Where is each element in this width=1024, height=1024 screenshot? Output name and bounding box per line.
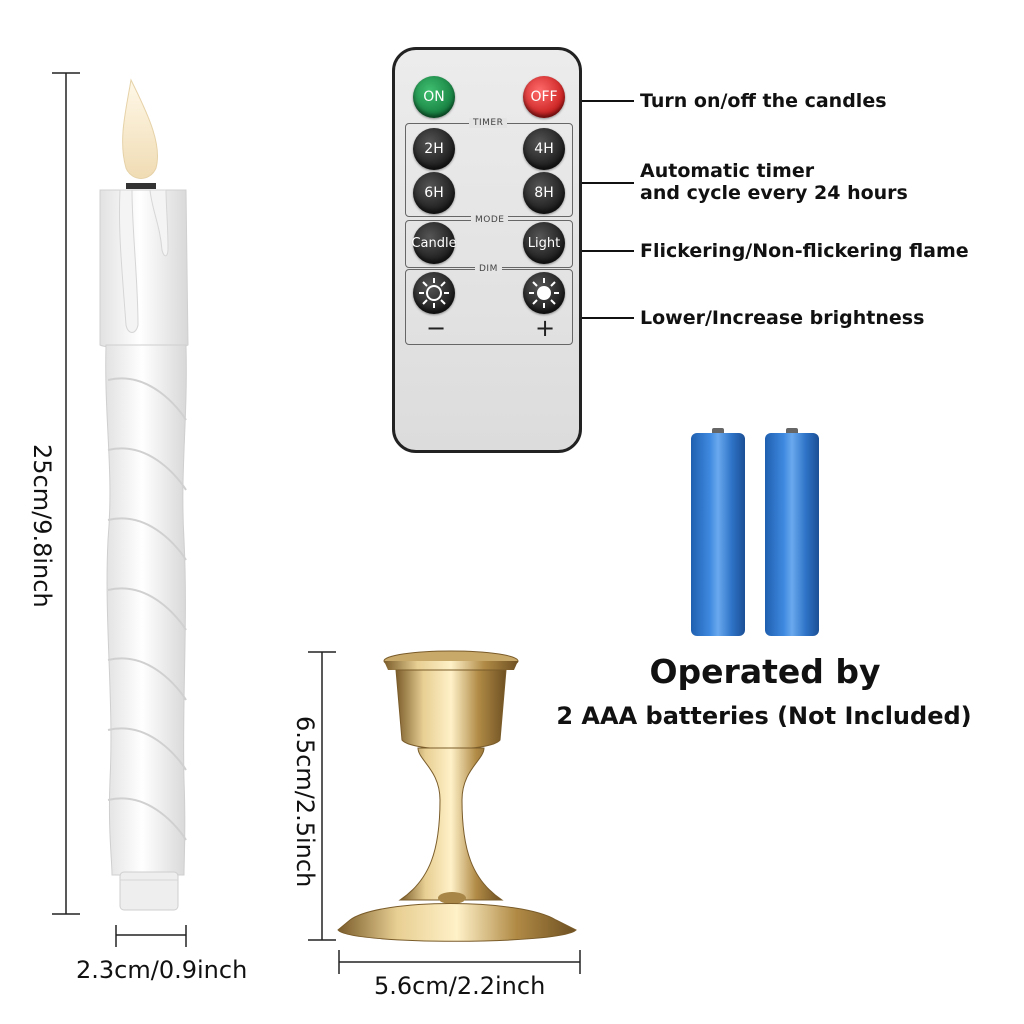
candle-height-dimension: [52, 72, 80, 915]
minus-sign: −: [426, 314, 447, 342]
candle-holder-image: [337, 650, 577, 942]
candle-image: [99, 78, 189, 911]
off-button[interactable]: OFF: [523, 76, 565, 118]
battery-title: Operated by: [649, 652, 881, 691]
callout-timer-line2: and cycle every 24 hours: [640, 182, 908, 204]
sun-filled-icon: [529, 278, 559, 308]
timer-6h-button[interactable]: 6H: [413, 172, 455, 214]
light-mode-button[interactable]: Light: [523, 222, 565, 264]
candle-width-dimension: [115, 925, 187, 947]
battery-1-cap: [712, 428, 724, 434]
battery-2-cap: [786, 428, 798, 434]
timer-group-title: TIMER: [469, 118, 508, 128]
timer-4h-button[interactable]: 4H: [523, 128, 565, 170]
timer-8h-button[interactable]: 8H: [523, 172, 565, 214]
candle-height-label: 25cm/9.8inch: [28, 444, 56, 608]
sun-outline-icon: [419, 278, 449, 308]
dim-up-button[interactable]: [523, 272, 565, 314]
dim-group-title: DIM: [475, 264, 502, 274]
battery-1: [691, 433, 745, 636]
dim-down-button[interactable]: [413, 272, 455, 314]
mode-group-title: MODE: [471, 215, 509, 225]
callout-dim: Lower/Increase brightness: [640, 307, 925, 329]
battery-2: [765, 433, 819, 636]
holder-width-dimension: [338, 950, 581, 974]
on-button[interactable]: ON: [413, 76, 455, 118]
remote-control: ON OFF TIMER 2H 4H 6H 8H MODE Candle Lig…: [392, 47, 582, 453]
timer-2h-button[interactable]: 2H: [413, 128, 455, 170]
candle-width-label: 2.3cm/0.9inch: [76, 956, 248, 984]
holder-height-label: 6.5cm/2.5inch: [291, 716, 319, 888]
plus-sign: +: [535, 314, 556, 342]
holder-width-label: 5.6cm/2.2inch: [374, 972, 546, 1000]
callout-mode: Flickering/Non-flickering flame: [640, 240, 969, 262]
battery-subtitle: 2 AAA batteries (Not Included): [556, 702, 972, 730]
holder-height-dimension: [308, 651, 336, 941]
callout-power: Turn on/off the candles: [640, 90, 887, 112]
callout-timer-line1: Automatic timer: [640, 160, 815, 182]
candle-mode-button[interactable]: Candle: [411, 222, 457, 264]
